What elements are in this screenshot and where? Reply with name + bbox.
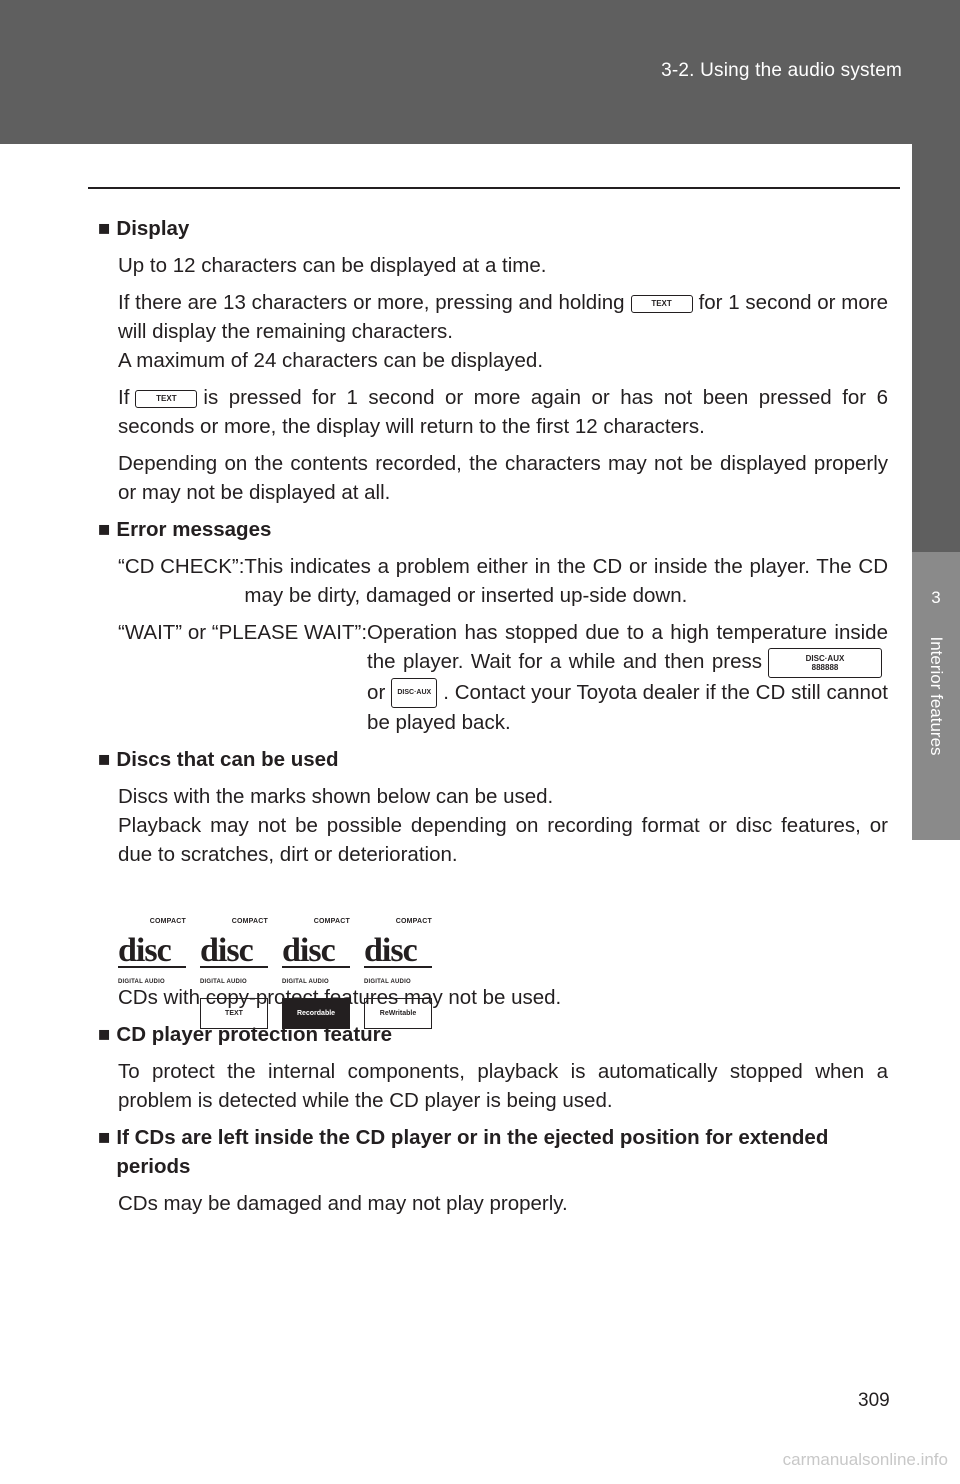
discs-p1: Discs with the marks shown below can be … (118, 785, 554, 809)
cd-logo-rewritable: COMPACT disc DIGITAL AUDIO ReWritable (364, 907, 432, 1030)
discs-p2: Playback may not be possible depending o… (118, 814, 888, 867)
discs-p3: CDs with copy-protect features may not b… (118, 986, 562, 1010)
text-button-icon: TEXT (135, 389, 198, 408)
error-please-wait: “WAIT” or “PLEASE WAIT”: Operation has s… (118, 621, 888, 735)
section-title: 3-2. Using the audio system (661, 60, 902, 81)
chapter-label: Interior features (927, 636, 946, 756)
side-tab-upper (912, 144, 960, 552)
bullet-square-icon: ■ (98, 518, 111, 541)
header-bar: 3-2. Using the audio system (0, 0, 960, 144)
text-button-icon: TEXT (630, 294, 693, 313)
chapter-number: 3 (931, 588, 941, 607)
error-cd-check: “CD CHECK”: This indicates a problem eit… (118, 555, 888, 607)
bullet-square-icon: ■ (98, 1126, 111, 1150)
protection-p1: To protect the internal components, play… (118, 1060, 888, 1113)
bullet-square-icon: ■ (98, 217, 111, 240)
display-p1: Up to 12 characters can be displayed at … (118, 254, 547, 277)
page-content: ■ Display Up to 12 characters can be dis… (98, 214, 888, 1226)
divider (88, 187, 900, 189)
errors-heading: ■ Error messages (98, 515, 888, 544)
left-inside-p1: CDs may be damaged and may not play prop… (118, 1192, 568, 1216)
bullet-square-icon: ■ (98, 1023, 111, 1047)
side-tab-chapter (912, 552, 960, 840)
display-heading: ■ Display (98, 214, 888, 243)
watermark: carmanualsonline.info (782, 1450, 948, 1469)
page-number: 309 (858, 1390, 890, 1411)
disc-logos: COMPACT disc DIGITAL AUDIO COMPACT disc … (98, 907, 888, 1030)
cd-logo-text: COMPACT disc DIGITAL AUDIO TEXT (200, 907, 268, 1030)
disc-aux-small-button-icon: DISC·AUX (391, 678, 438, 709)
discs-heading: ■ Discs that can be used (98, 745, 888, 774)
cd-logo-recordable: COMPACT disc DIGITAL AUDIO Recordable (282, 907, 350, 1030)
display-p4: Depending on the contents recorded, the … (118, 452, 888, 504)
left-inside-heading: ■ If CDs are left inside the CD player o… (98, 1123, 888, 1181)
display-p2: If there are 13 characters or more, pres… (118, 291, 888, 343)
cd-logo-digital-audio: COMPACT disc DIGITAL AUDIO (118, 918, 186, 986)
bullet-square-icon: ■ (98, 748, 111, 772)
display-p2c: A maximum of 24 characters can be displa… (118, 349, 544, 372)
